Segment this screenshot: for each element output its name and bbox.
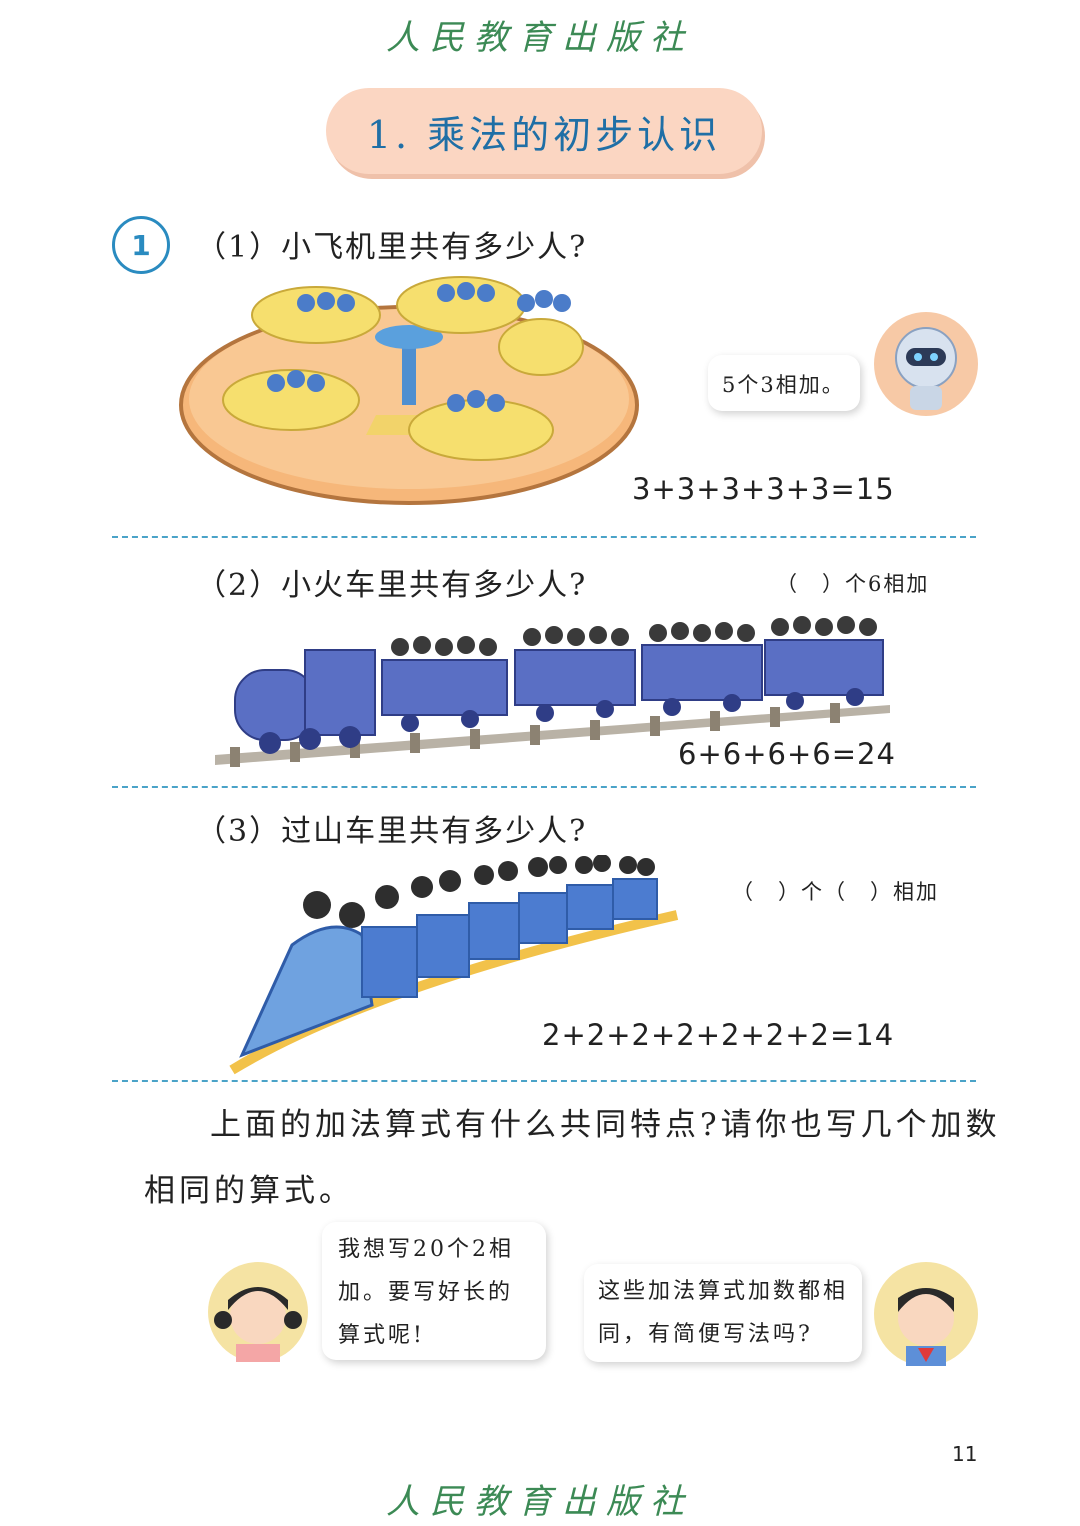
girl-speech-line-2: 加。要写好长的 (338, 1280, 514, 1305)
robot-avatar (874, 312, 978, 416)
train-illustration (215, 616, 890, 767)
question-3: （3）过山车里共有多少人? (196, 814, 588, 849)
page-number: 11 (952, 1442, 978, 1466)
hint-2: （ ）个6相加 (776, 572, 930, 596)
robot-speech-text: 5个3相加。 (722, 373, 845, 397)
airplane-carousel-illustration (179, 276, 639, 505)
boy-speech-line-2: 同，有简便写法吗? (598, 1322, 813, 1347)
girl-speech-line-3: 算式呢! (338, 1323, 425, 1348)
boy-speech-line-1: 这些加法算式加数都相 (598, 1279, 849, 1304)
hint-3: （ ）个（ ）相加 (732, 880, 939, 904)
divider-3 (112, 1080, 976, 1082)
equation-1: 3+3+3+3+3=15 (632, 472, 895, 506)
girl-speech-bubble: 我想写20个2相 加。要写好长的 算式呢! (322, 1222, 546, 1360)
question-1: （1）小飞机里共有多少人? (196, 230, 588, 265)
equation-2: 6+6+6+6=24 (678, 737, 896, 771)
boy-speech-bubble: 这些加法算式加数都相 同，有简便写法吗? (584, 1264, 862, 1362)
page-title: 1. 乘法的初步认识 (326, 88, 762, 174)
publisher-footer: 人民教育出版社 (386, 1482, 694, 1522)
roller-coaster-illustration (229, 855, 679, 1075)
equation-3: 2+2+2+2+2+2+2=14 (542, 1018, 895, 1052)
divider-1 (112, 536, 976, 538)
girl-avatar (208, 1262, 308, 1362)
question-2: （2）小火车里共有多少人? (196, 568, 588, 603)
boy-avatar (874, 1262, 978, 1366)
paragraph-line-1: 上面的加法算式有什么共同特点?请你也写几个加数 (210, 1107, 1001, 1143)
girl-speech-line-1: 我想写20个2相 (338, 1237, 514, 1262)
robot-speech-bubble: 5个3相加。 (708, 355, 860, 411)
problem-number-badge: 1 (112, 216, 170, 274)
publisher-header: 人民教育出版社 (386, 18, 694, 58)
divider-2 (112, 786, 976, 788)
paragraph-line-2: 相同的算式。 (144, 1173, 354, 1209)
